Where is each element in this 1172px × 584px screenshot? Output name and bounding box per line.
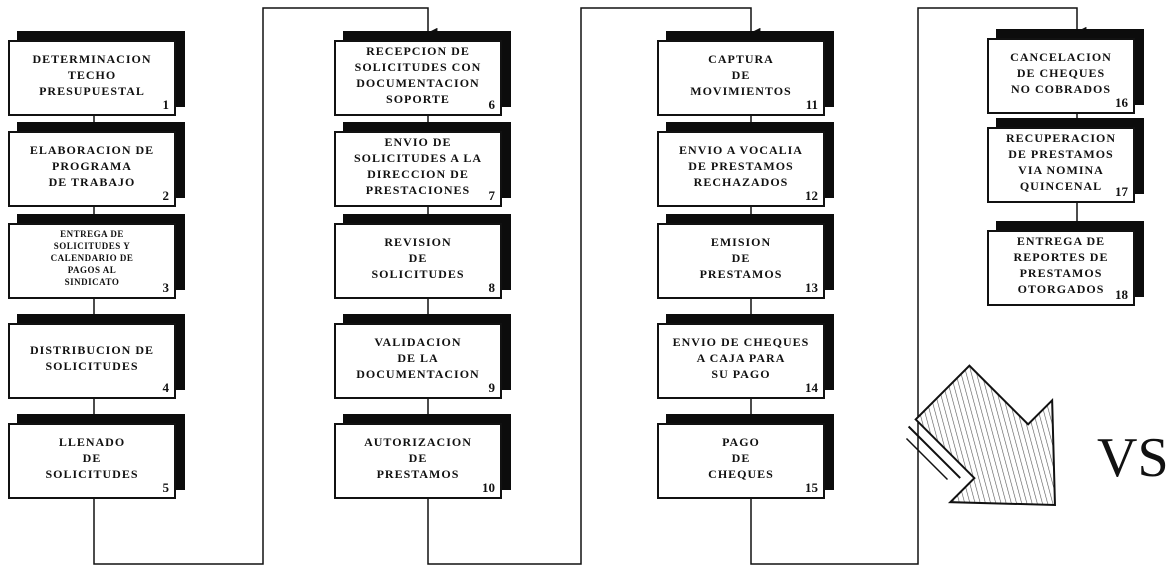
step-label: RECEPCION DE SOLICITUDES CON DOCUMENTACI… [347,43,490,113]
step-number: 4 [163,380,170,396]
step-label: PAGO DE CHEQUES [700,434,782,488]
step-number: 17 [1115,184,1128,200]
step-label: ENTREGA DE SOLICITUDES Y CALENDARIO DE P… [43,228,142,294]
step-box-5: LLENADO DE SOLICITUDES 5 [8,423,176,499]
step-box-10: AUTORIZACION DE PRESTAMOS 10 [334,423,502,499]
step-box-7: ENVIO DE SOLICITUDES A LA DIRECCION DE P… [334,131,502,207]
step-number: 2 [163,188,170,204]
continuation-arrow-icon [892,342,1106,556]
step-number: 14 [805,380,818,396]
step-box-14: ENVIO DE CHEQUES A CAJA PARA SU PAGO 14 [657,323,825,399]
step-number: 9 [489,380,496,396]
step-box-15: PAGO DE CHEQUES 15 [657,423,825,499]
step-box-3: ENTREGA DE SOLICITUDES Y CALENDARIO DE P… [8,223,176,299]
step-label: ENTREGA DE REPORTES DE PRESTAMOS OTORGAD… [1006,233,1117,303]
step-number: 18 [1115,287,1128,303]
step-label: AUTORIZACION DE PRESTAMOS [356,434,480,488]
step-number: 7 [489,188,496,204]
step-box-16: CANCELACION DE CHEQUES NO COBRADOS 16 [987,38,1135,114]
step-box-18: ENTREGA DE REPORTES DE PRESTAMOS OTORGAD… [987,230,1135,306]
step-label: VALIDACION DE LA DOCUMENTACION [348,334,487,388]
step-box-1: DETERMINACION TECHO PRESUPUESTAL 1 [8,40,176,116]
step-box-9: VALIDACION DE LA DOCUMENTACION 9 [334,323,502,399]
step-label: LLENADO DE SOLICITUDES [37,434,146,488]
step-box-12: ENVIO A VOCALIA DE PRESTAMOS RECHAZADOS … [657,131,825,207]
step-label: ENVIO A VOCALIA DE PRESTAMOS RECHAZADOS [671,142,811,196]
step-number: 3 [163,280,170,296]
step-number: 10 [482,480,495,496]
step-label: ENVIO DE CHEQUES A CAJA PARA SU PAGO [665,334,818,388]
step-label: RECUPERACION DE PRESTAMOS VIA NOMINA QUI… [998,130,1124,200]
step-box-6: RECEPCION DE SOLICITUDES CON DOCUMENTACI… [334,40,502,116]
step-number: 15 [805,480,818,496]
step-box-4: DISTRIBUCION DE SOLICITUDES 4 [8,323,176,399]
step-label: ENVIO DE SOLICITUDES A LA DIRECCION DE P… [346,134,490,204]
step-number: 11 [806,97,818,113]
step-label: DETERMINACION TECHO PRESUPUESTAL [10,51,174,105]
step-label: EMISION DE PRESTAMOS [692,234,791,288]
step-number: 1 [163,97,170,113]
step-label: DISTRIBUCION DE SOLICITUDES [22,342,162,380]
step-number: 13 [805,280,818,296]
step-number: 8 [489,280,496,296]
step-number: 6 [489,97,496,113]
step-box-11: CAPTURA DE MOVIMIENTOS 11 [657,40,825,116]
step-box-8: REVISION DE SOLICITUDES 8 [334,223,502,299]
step-box-13: EMISION DE PRESTAMOS 13 [657,223,825,299]
step-number: 16 [1115,95,1128,111]
step-number: 5 [163,480,170,496]
step-label: REVISION DE SOLICITUDES [363,234,472,288]
step-box-17: RECUPERACION DE PRESTAMOS VIA NOMINA QUI… [987,127,1135,203]
step-label: CANCELACION DE CHEQUES NO COBRADOS [1002,49,1120,103]
continuation-label: VS [1097,430,1169,486]
step-label: CAPTURA DE MOVIMIENTOS [682,51,799,105]
step-box-2: ELABORACION DE PROGRAMA DE TRABAJO 2 [8,131,176,207]
step-label: ELABORACION DE PROGRAMA DE TRABAJO [22,142,162,196]
step-number: 12 [805,188,818,204]
